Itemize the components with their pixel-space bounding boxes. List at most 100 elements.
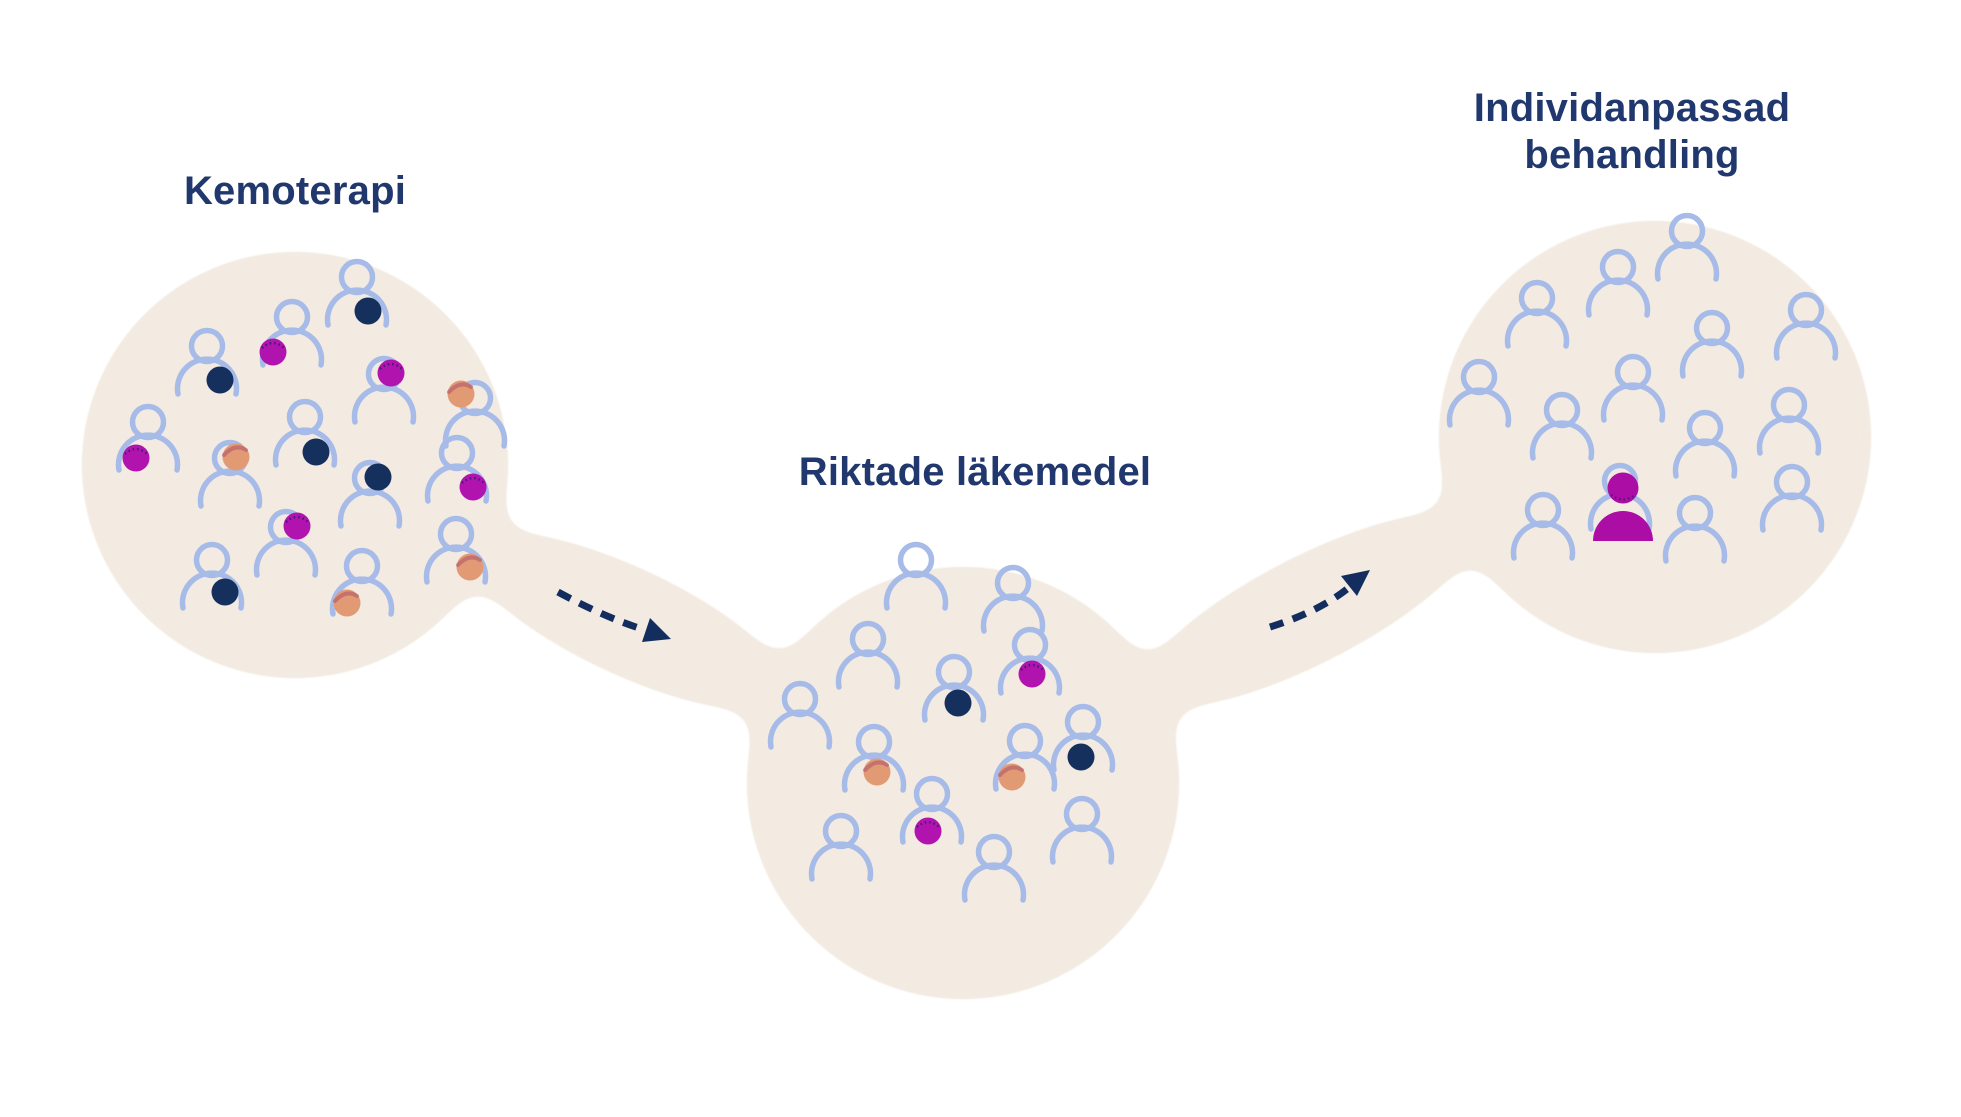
person-shoulders-icon: [1759, 492, 1825, 533]
person-shoulders-icon: [835, 649, 901, 690]
person-shoulders-icon: [1756, 415, 1822, 456]
person-shoulders-icon: [992, 751, 1058, 792]
dot-texture-arc: [333, 591, 359, 603]
stage-title-chemotherapy: Kemoterapi: [183, 169, 407, 213]
person-shoulders-icon: [197, 468, 263, 509]
person-shoulders-icon: [997, 655, 1063, 696]
stage-people-individualized-treatment: [1446, 212, 1839, 564]
person-shoulders-icon: [1679, 338, 1745, 379]
person-icon: [1672, 409, 1738, 479]
stage-people-targeted-drugs: [767, 541, 1116, 903]
progress-arrow-icon-2: [1268, 570, 1370, 631]
treatment-dot-magenta: [377, 359, 405, 387]
person-icon: [1585, 248, 1651, 318]
person-icon: [841, 723, 907, 793]
person-icon: [259, 298, 325, 368]
treatment-dot-magenta: [122, 444, 150, 472]
stage-blob-individualized-treatment: [1440, 222, 1870, 652]
treatment-dot-navy: [302, 438, 330, 466]
person-shoulders-icon: [1529, 420, 1595, 461]
highlighted-patient-body: [1593, 511, 1653, 541]
stage-title-individualized-treatment: Individanpassad behandling: [1474, 85, 1790, 179]
dot-texture-arc: [1610, 494, 1636, 501]
treatment-dot-magenta: [283, 512, 311, 540]
highlighted-patient-icon: [1593, 472, 1653, 541]
person-icon: [423, 515, 489, 585]
dot-texture-arc: [222, 445, 248, 457]
person-shoulders-icon: [1446, 387, 1512, 428]
person-icon: [337, 459, 403, 529]
person-shoulders-icon: [253, 537, 319, 578]
stage-title-line-1: Individanpassad: [1473, 86, 1791, 130]
person-shoulders-icon: [324, 287, 390, 328]
person-shoulders-icon: [1510, 520, 1576, 561]
person-icon: [808, 812, 874, 882]
treatment-dot-magenta: [259, 338, 287, 366]
person-icon: [1446, 358, 1512, 428]
treatment-dot-magenta: [459, 473, 487, 501]
person-shoulders-icon: [1662, 523, 1728, 564]
person-shoulders-icon: [1585, 277, 1651, 318]
person-icon: [883, 541, 949, 611]
person-icon: [424, 434, 490, 504]
person-icon: [324, 258, 390, 328]
person-shoulders-icon: [1773, 320, 1839, 361]
stage-title-line-2: behandling: [1524, 133, 1740, 177]
arrow-head: [642, 618, 671, 642]
dot-texture-arc: [447, 382, 473, 394]
person-icon: [179, 541, 245, 611]
treatment-dot-navy: [354, 297, 382, 325]
progress-arrow-icon-1: [556, 588, 671, 642]
stage-blob-chemotherapy: [83, 253, 507, 677]
person-shoulders-icon: [115, 432, 181, 473]
person-icon: [253, 508, 319, 578]
treatment-dot-navy: [1067, 743, 1095, 771]
person-icon: [1756, 386, 1822, 456]
person-icon: [835, 620, 901, 690]
treatment-dot-navy: [206, 366, 234, 394]
person-shoulders-icon: [351, 384, 417, 425]
person-shoulders-icon: [1672, 438, 1738, 479]
person-shoulders-icon: [1050, 732, 1116, 773]
person-icon: [921, 653, 987, 723]
person-icon: [980, 564, 1046, 634]
person-icon: [329, 547, 395, 617]
person-icon: [1654, 212, 1720, 282]
person-shoulders-icon: [337, 488, 403, 529]
person-icon: [767, 680, 833, 750]
person-icon: [1759, 463, 1825, 533]
person-shoulders-icon: [423, 544, 489, 585]
person-shoulders-icon: [179, 570, 245, 611]
person-icon: [197, 439, 263, 509]
person-icon: [1600, 353, 1666, 423]
person-icon: [899, 775, 965, 845]
person-icon: [992, 722, 1058, 792]
person-shoulders-icon: [767, 709, 833, 750]
highlighted-patient-head: [1607, 472, 1639, 504]
person-shoulders-icon: [1049, 824, 1115, 865]
stage-people-chemotherapy: [115, 258, 508, 617]
arrow-dashed-line: [1268, 586, 1350, 631]
treatment-dot-navy: [211, 578, 239, 606]
person-icon: [1050, 703, 1116, 773]
person-shoulders-icon: [1600, 382, 1666, 423]
person-icon: [1510, 491, 1576, 561]
person-shoulders-icon: [808, 841, 874, 882]
arrow-dashed-line: [556, 588, 644, 633]
dot-texture-arc: [456, 555, 482, 567]
person-icon: [1529, 391, 1595, 461]
person-icon: [1049, 795, 1115, 865]
person-icon: [272, 398, 338, 468]
person-icon: [174, 327, 240, 397]
arrow-head: [1341, 570, 1370, 596]
person-shoulders-icon: [272, 427, 338, 468]
person-icon: [1504, 279, 1570, 349]
person-shoulders-icon: [899, 804, 965, 845]
stage-blob-targeted-drugs: [748, 568, 1178, 998]
person-shoulders-icon: [980, 593, 1046, 634]
person-icon: [351, 355, 417, 425]
person-icon: [1679, 309, 1745, 379]
person-icon: [961, 833, 1027, 903]
